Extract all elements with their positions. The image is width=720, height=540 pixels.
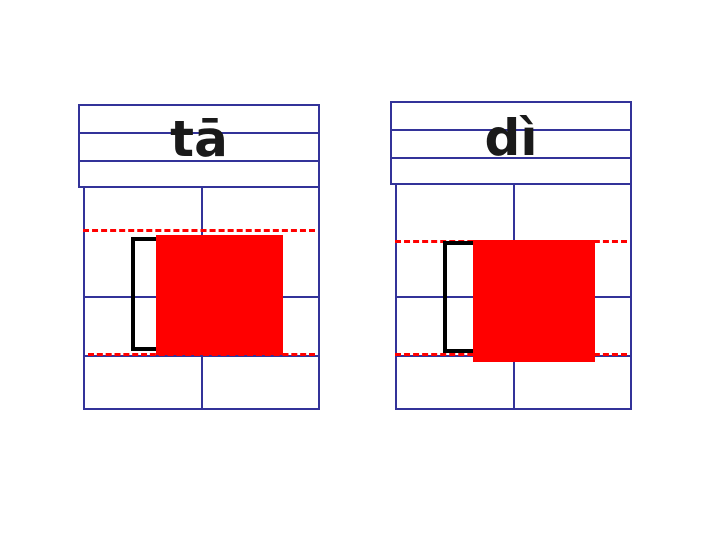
pinyin-box: tā [78,104,320,188]
pinyin-rule [392,157,630,159]
pinyin-rule [392,129,630,131]
bracket-icon [131,237,161,351]
pinyin-rule [80,132,318,134]
grid-horizontal-line [85,355,318,357]
guide-line-top [83,229,315,232]
pinyin-label: dì [484,109,538,167]
character-block [156,235,283,355]
character-block [473,240,595,362]
pinyin-box: dì [390,101,632,185]
pinyin-rule [80,160,318,162]
pinyin-label: tā [170,110,228,168]
bracket-icon [443,241,475,353]
